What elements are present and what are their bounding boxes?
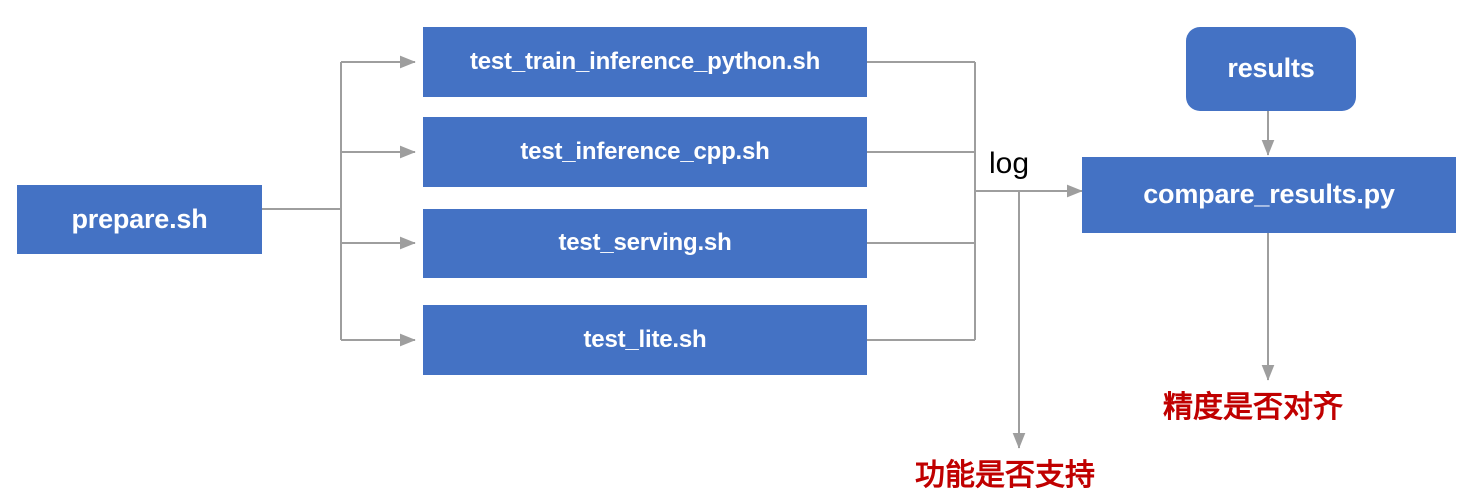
node-test-inference-cpp-sh-label: test_inference_cpp.sh xyxy=(520,137,770,165)
annotation-function-supported-text: 功能是否支持 xyxy=(915,459,1095,492)
edge-label-log-text: log xyxy=(989,147,1030,180)
node-test-lite-sh[interactable]: test_lite.sh xyxy=(423,305,867,375)
node-test-lite-sh-label: test_lite.sh xyxy=(583,325,707,353)
node-compare-results-py-label: compare_results.py xyxy=(1143,179,1395,210)
node-test-train-inference-python-sh-label: test_train_inference_python.sh xyxy=(469,47,821,75)
node-results-label: results xyxy=(1227,53,1315,84)
annotation-precision-aligned: 精度是否对齐 xyxy=(1163,382,1343,426)
node-test-serving-sh-label: test_serving.sh xyxy=(558,229,732,257)
node-test-inference-cpp-sh[interactable]: test_inference_cpp.sh xyxy=(423,117,867,187)
annotation-precision-aligned-text: 精度是否对齐 xyxy=(1163,391,1343,424)
node-test-serving-sh[interactable]: test_serving.sh xyxy=(423,209,867,278)
node-results[interactable]: results xyxy=(1186,27,1356,111)
node-prepare-sh[interactable]: prepare.sh xyxy=(17,185,262,254)
node-compare-results-py[interactable]: compare_results.py xyxy=(1082,157,1456,233)
node-test-train-inference-python-sh[interactable]: test_train_inference_python.sh xyxy=(423,27,867,97)
edge-label-log: log xyxy=(989,147,1029,181)
annotation-function-supported: 功能是否支持 xyxy=(915,450,1095,494)
node-prepare-sh-label: prepare.sh xyxy=(71,203,208,234)
